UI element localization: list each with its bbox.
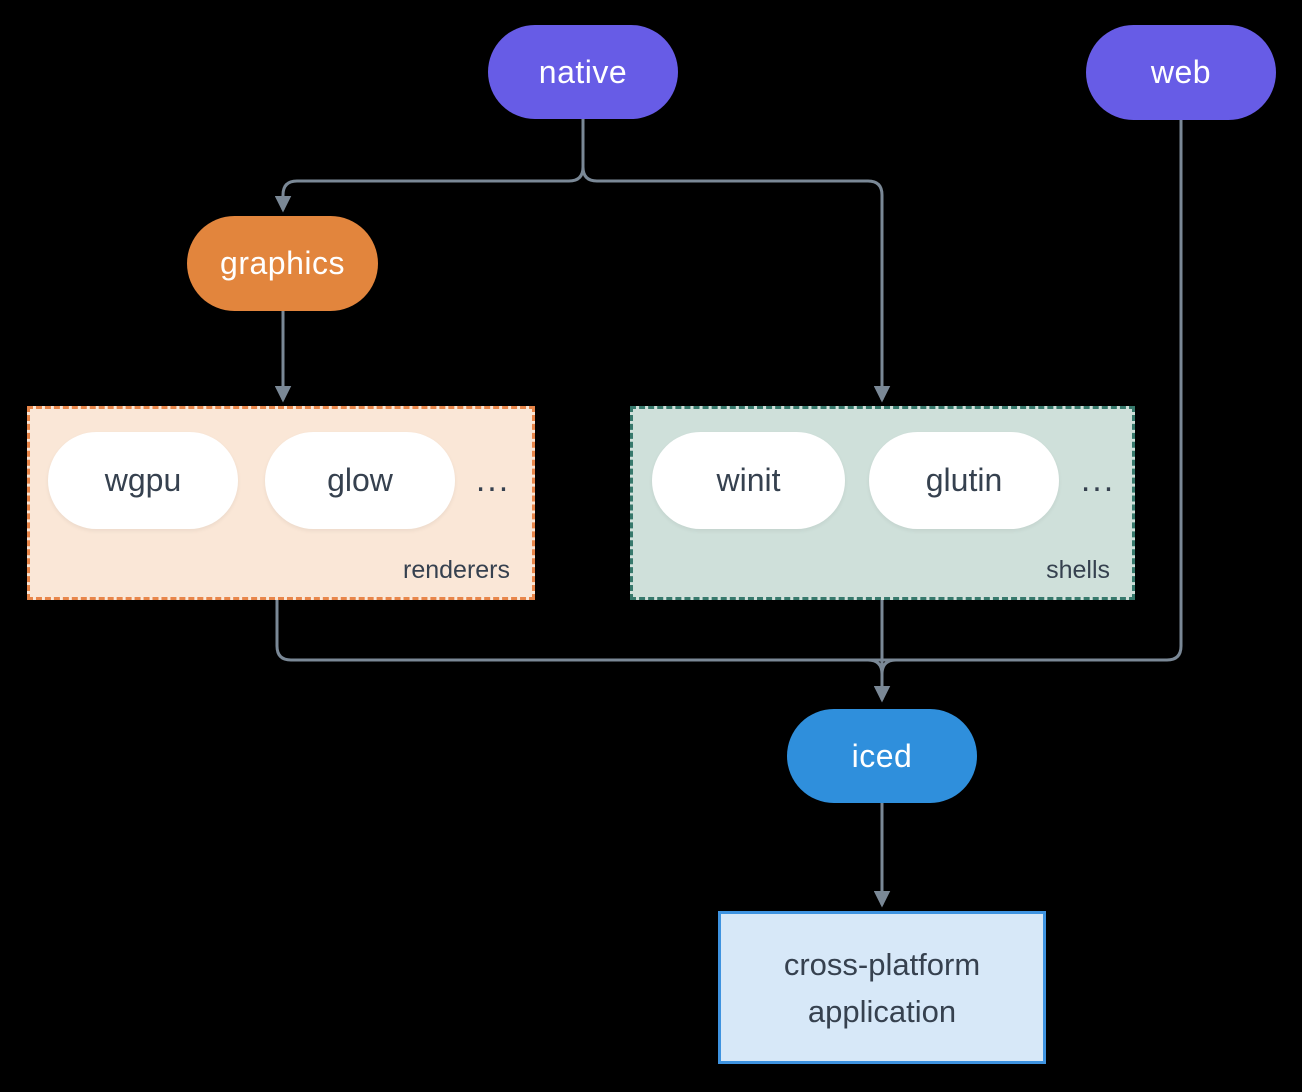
node-web-label: web: [1150, 54, 1212, 90]
chip-glow: glow: [265, 432, 455, 529]
chip-glutin: glutin: [869, 432, 1059, 529]
edge-native-shells: [581, 166, 891, 403]
node-iced-label: iced: [851, 737, 913, 774]
node-application-line1: cross-platform: [783, 946, 981, 982]
node-application: cross-platform application: [718, 911, 1046, 1064]
chip-wgpu: wgpu: [48, 432, 238, 529]
edge-merge-fillet-right: [880, 658, 897, 675]
node-iced: iced: [787, 709, 977, 803]
chip-glutin-label: glutin: [925, 462, 1003, 498]
edge-renderers-merge: [275, 600, 882, 662]
chip-winit: winit: [652, 432, 845, 529]
node-application-line2: application: [807, 993, 957, 1029]
chip-wgpu-label: wgpu: [104, 462, 182, 498]
edge-web-merge: [882, 120, 1183, 662]
node-native-label: native: [538, 53, 628, 90]
shells-ellipsis: ...: [1080, 461, 1116, 499]
edge-native-graphics: [274, 119, 585, 213]
renderers-ellipsis: ...: [475, 461, 511, 499]
node-graphics: graphics: [187, 216, 378, 311]
group-renderers-label: renderers: [403, 556, 510, 584]
node-native: native: [488, 25, 678, 119]
node-web: web: [1086, 25, 1276, 120]
chip-winit-label: winit: [716, 462, 781, 498]
edge-merge-fillet-left: [867, 658, 884, 675]
node-graphics-label: graphics: [220, 245, 345, 281]
chip-glow-label: glow: [327, 462, 393, 498]
group-shells-label: shells: [1046, 556, 1110, 584]
